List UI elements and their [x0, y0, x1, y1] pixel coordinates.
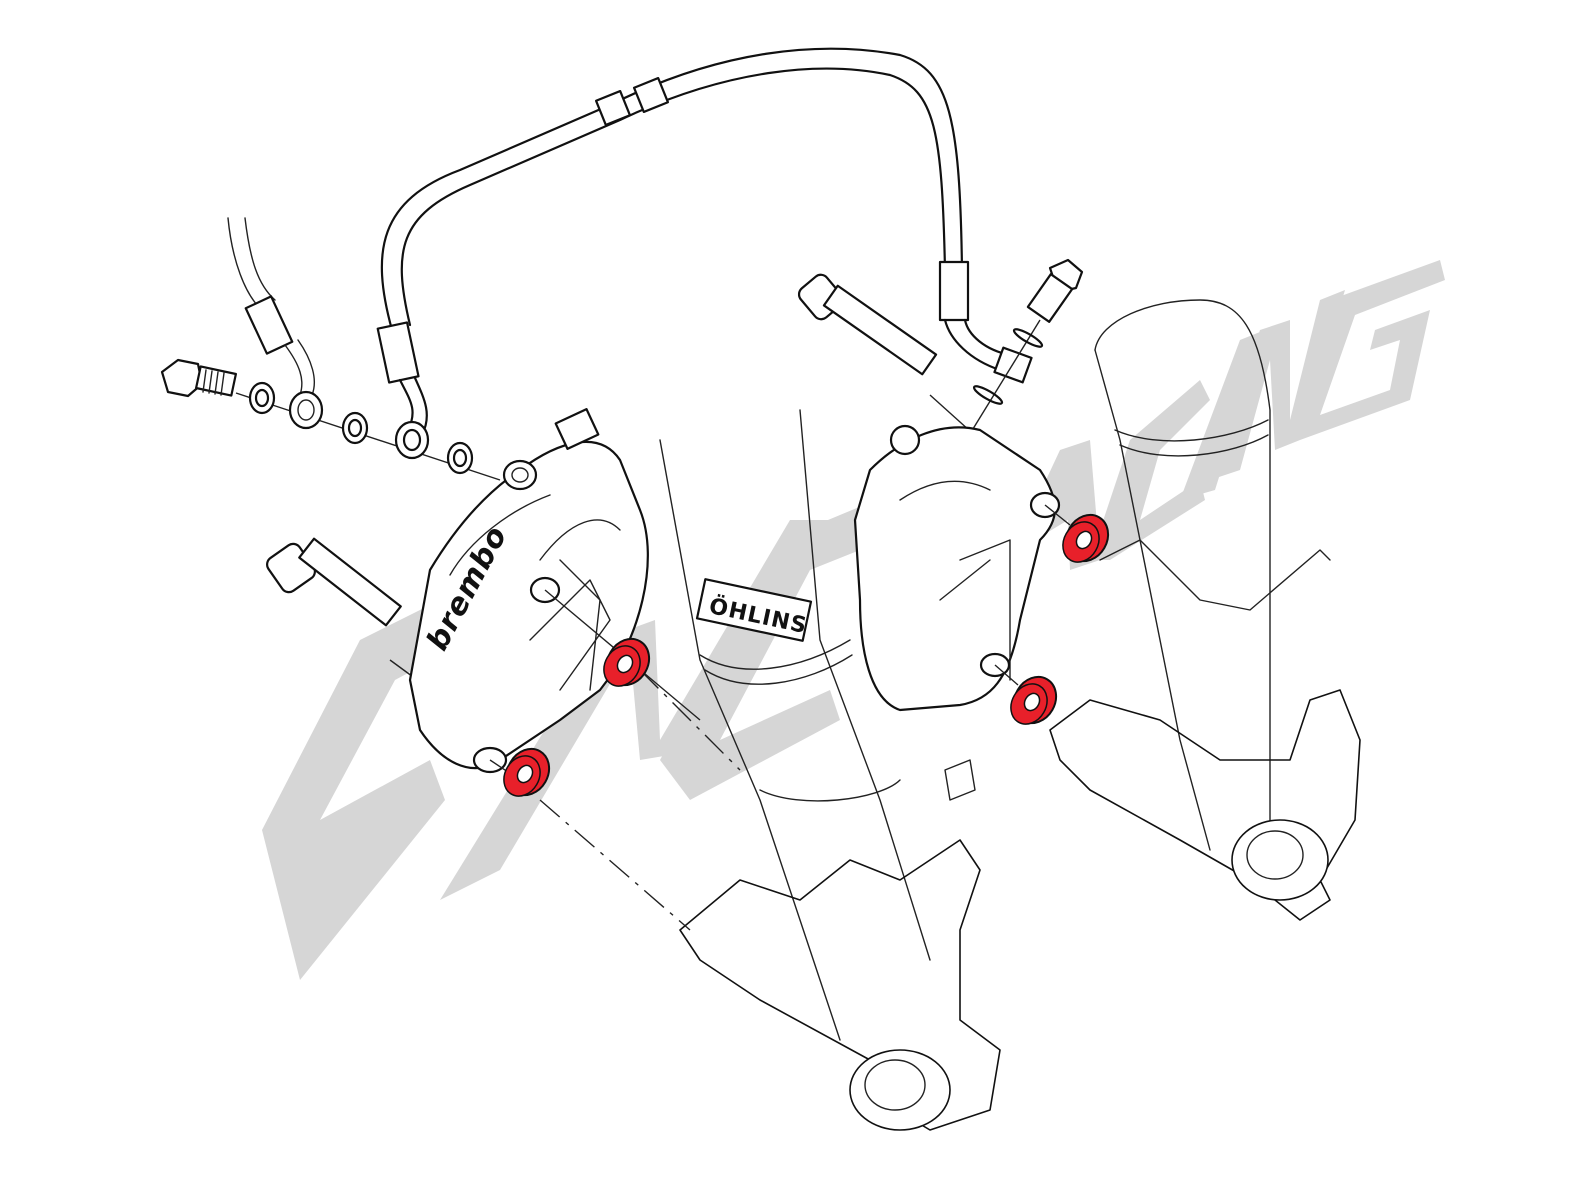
right-caliper-bolt	[797, 273, 981, 441]
crush-washer	[446, 441, 474, 475]
right-fork	[1049, 299, 1361, 921]
spacer-left-lower	[503, 747, 551, 797]
spacers	[503, 513, 1110, 797]
spacer-right-lower	[1010, 675, 1058, 725]
right-caliper	[853, 424, 1071, 712]
right-banjo-assembly	[959, 258, 1084, 451]
left-banjo-bolt	[160, 358, 237, 398]
banjo-fitting-bridge	[394, 420, 430, 460]
crush-washer	[341, 411, 369, 445]
left-caliper-bolt	[266, 537, 421, 683]
crush-washer	[248, 381, 276, 415]
spacer-right-upper	[1062, 513, 1110, 563]
left-caliper	[408, 408, 741, 931]
left-banjo-assembly	[160, 358, 501, 481]
brake-hose-left	[227, 217, 316, 396]
banjo-fitting-left	[288, 390, 324, 430]
spacer-left-upper	[603, 637, 651, 687]
left-fork	[659, 409, 1001, 1131]
brake-hose-bridge	[376, 47, 1033, 437]
